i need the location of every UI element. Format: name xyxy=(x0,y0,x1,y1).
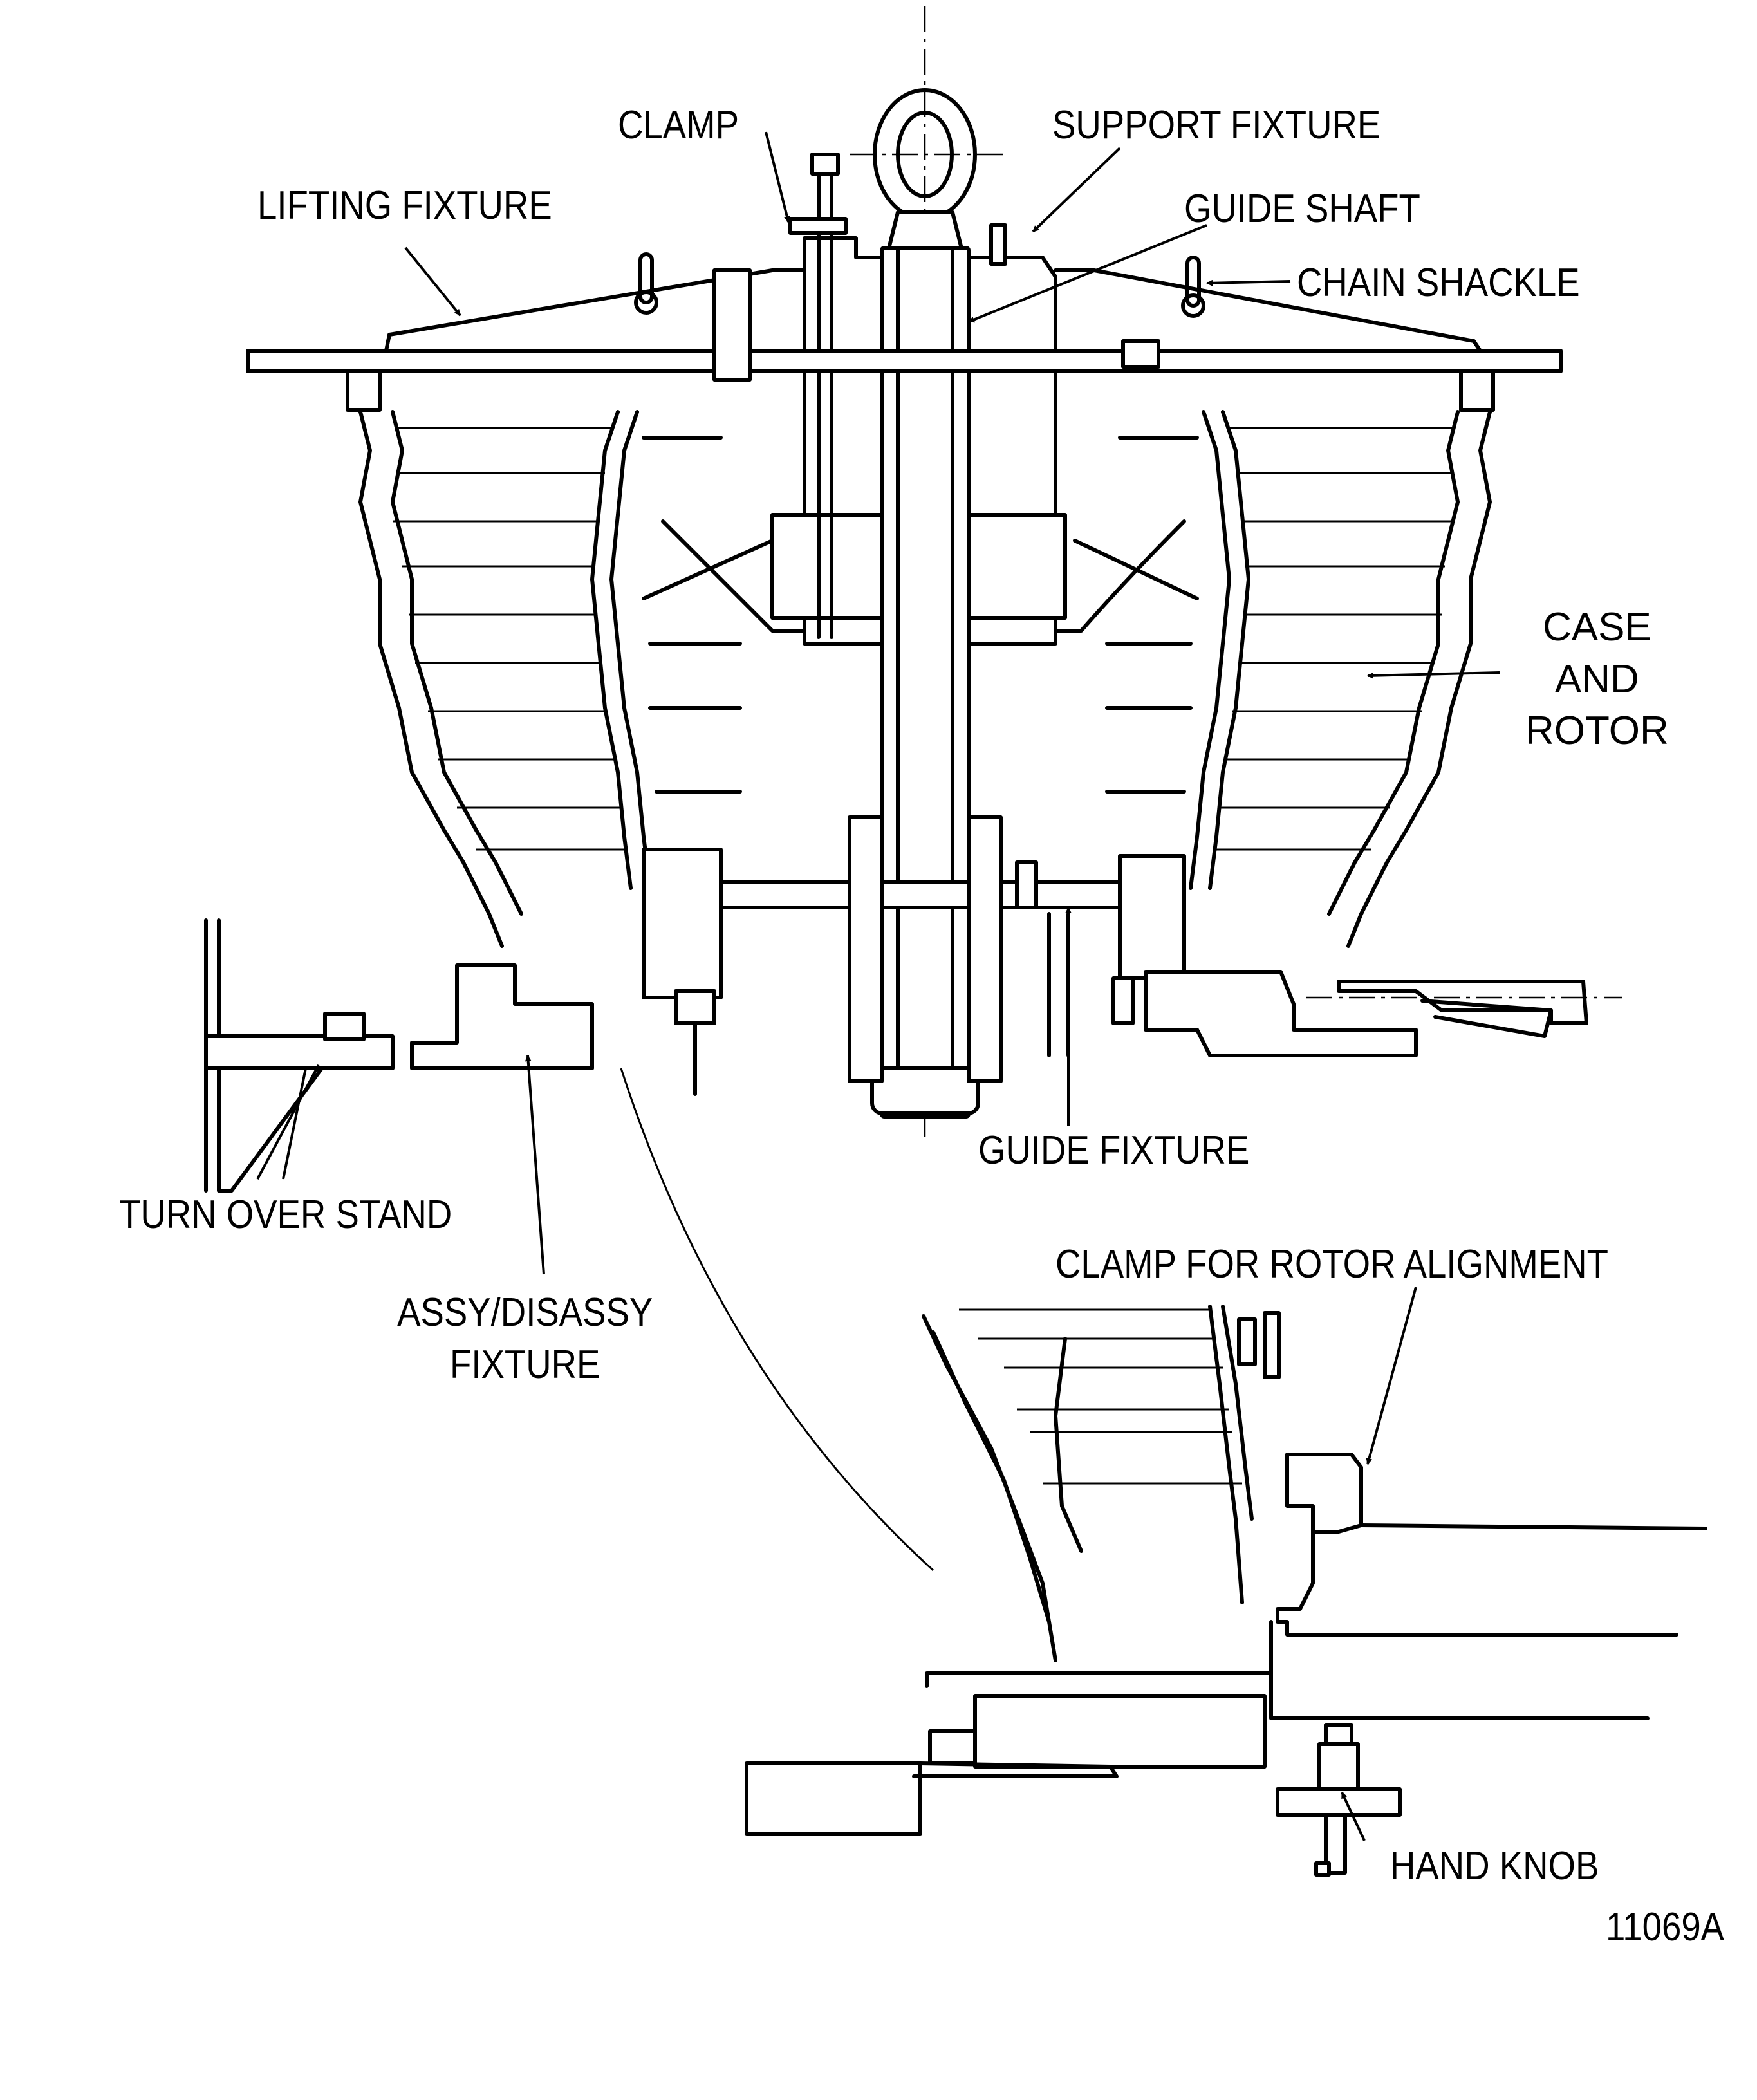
leader-case-and-rotor xyxy=(1367,671,1500,679)
leader-turn-over-stand-2 xyxy=(282,1068,307,1180)
leader-guide-shaft xyxy=(968,224,1207,323)
hand-knob-drawing xyxy=(1276,1723,1402,1877)
label-fixture-line: FIXTURE xyxy=(450,1342,600,1387)
detail-callout-arc xyxy=(620,1068,934,1572)
label-support-fixture: SUPPORT FIXTURE xyxy=(1052,103,1381,147)
stator-vanes-left xyxy=(393,427,628,851)
chain-shackle-right xyxy=(1181,256,1205,318)
label-and-line: AND xyxy=(1554,656,1639,702)
leader-lifting-fixture xyxy=(404,246,461,317)
guide-shaft xyxy=(870,246,980,1119)
label-lifting-fixture: LIFTING FIXTURE xyxy=(257,183,552,228)
lifting-fixture-plate xyxy=(246,268,1563,412)
support-fixture xyxy=(770,223,1067,646)
label-clamp: CLAMP xyxy=(618,103,739,147)
label-rotor-line: ROTOR xyxy=(1525,709,1669,754)
leader-support-fixture xyxy=(1032,147,1121,233)
label-assy-disassy-fixture: ASSY/DISASSY FIXTURE xyxy=(380,1287,670,1391)
rotor-disks-right xyxy=(1054,436,1199,794)
guide-fixture xyxy=(642,815,1186,1083)
label-case-line: CASE xyxy=(1542,605,1651,649)
assy-disassy-fixture-left xyxy=(410,963,716,1096)
figure-number: 11069A xyxy=(1606,1905,1725,1949)
leader-turn-over-stand-1 xyxy=(256,1064,320,1180)
label-turn-over-stand: TURN OVER STAND xyxy=(119,1193,452,1237)
case-left xyxy=(358,410,652,948)
assy-disassy-fixture-right xyxy=(1111,970,1622,1057)
label-case-and-rotor: CASE AND ROTOR xyxy=(1525,602,1669,757)
rotor-alignment-clamp xyxy=(1285,1453,1363,1534)
leader-lines xyxy=(256,131,1500,1841)
detail-view xyxy=(745,1305,1707,1877)
case-right xyxy=(1189,410,1492,948)
stator-vanes-right xyxy=(1213,427,1455,851)
lifting-eye xyxy=(850,88,1004,253)
clamp-rod xyxy=(788,153,848,639)
main-assembly-view xyxy=(204,6,1622,1572)
label-assy-disassy-line: ASSY/DISASSY xyxy=(397,1290,653,1335)
chain-shackle-left xyxy=(634,252,658,315)
label-hand-knob: HAND KNOB xyxy=(1390,1844,1599,1888)
label-chain-shackle: CHAIN SHACKLE xyxy=(1297,261,1580,305)
rotor-disks-left xyxy=(642,436,806,794)
label-guide-fixture: GUIDE FIXTURE xyxy=(978,1128,1250,1173)
leader-hand-knob xyxy=(1341,1792,1366,1841)
leader-clamp-rotor-alignment xyxy=(1366,1287,1417,1465)
turn-over-stand xyxy=(204,918,395,1193)
label-clamp-for-rotor-alignment: CLAMP FOR ROTOR ALIGNMENT xyxy=(1055,1242,1608,1287)
leader-chain-shackle xyxy=(1206,279,1291,286)
label-guide-shaft: GUIDE SHAFT xyxy=(1184,187,1420,231)
leader-assy-disassy-1 xyxy=(525,1055,545,1275)
leader-clamp xyxy=(765,131,790,223)
